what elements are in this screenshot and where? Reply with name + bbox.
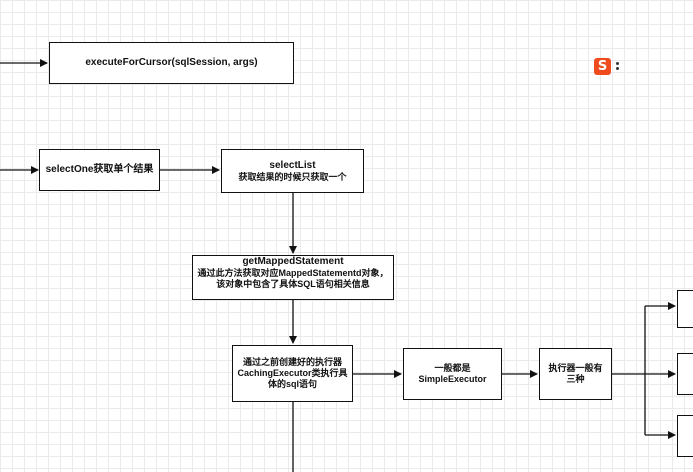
node-executor-type-3[interactable]	[677, 415, 693, 457]
node-select-list-title: selectList	[269, 159, 316, 171]
node-get-mapped-statement[interactable]: getMappedStatement 通过此方法获取对应MappedStatem…	[192, 255, 394, 300]
node-simple-executor-line1: 一般都是	[434, 363, 471, 373]
node-get-mapped-statement-title: getMappedStatement	[242, 256, 344, 267]
node-select-one[interactable]: selectOne获取单个结果	[39, 149, 160, 191]
node-executor-type-1[interactable]	[677, 290, 693, 328]
node-executor-types-line1: 执行器一般有	[548, 363, 603, 373]
node-caching-executor[interactable]: 通过之前创建好的执行器CachingExecutor类执行具体的sql语句	[232, 345, 353, 402]
node-executor-types-line2: 三种	[566, 374, 585, 384]
node-executor-type-2[interactable]	[677, 353, 693, 395]
node-select-one-label: selectOne获取单个结果	[45, 164, 154, 175]
ime-toolbar[interactable]: S	[594, 55, 640, 77]
node-get-mapped-statement-desc: 通过此方法获取对应MappedStatementd对象，该对象中包含了具体SQL…	[197, 268, 389, 289]
more-options-icon[interactable]	[616, 62, 619, 70]
node-select-list-desc: 获取结果的时候只获取一个	[238, 171, 347, 182]
node-select-list[interactable]: selectList 获取结果的时候只获取一个	[221, 149, 364, 193]
node-caching-executor-label: 通过之前创建好的执行器CachingExecutor类执行具体的sql语句	[237, 357, 348, 389]
node-execute-for-cursor-label: executeForCursor(sqlSession, args)	[85, 57, 258, 68]
sogou-ime-icon[interactable]: S	[594, 57, 611, 75]
node-executor-types[interactable]: 执行器一般有 三种	[539, 348, 612, 400]
node-simple-executor-line2: SimpleExecutor	[418, 374, 487, 384]
node-execute-for-cursor[interactable]: executeForCursor(sqlSession, args)	[49, 42, 294, 84]
node-simple-executor[interactable]: 一般都是 SimpleExecutor	[403, 348, 502, 400]
